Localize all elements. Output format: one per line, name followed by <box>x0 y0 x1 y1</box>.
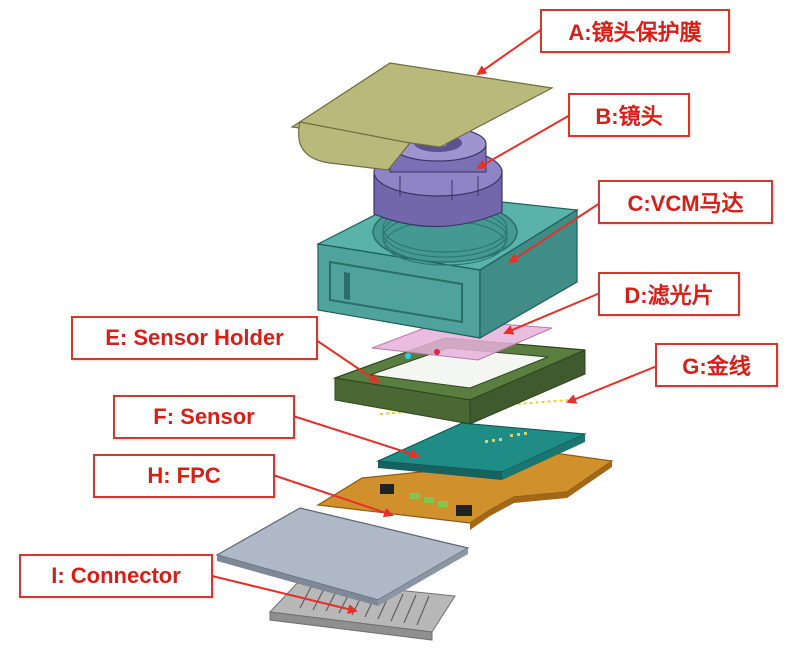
arrow-b <box>478 115 570 168</box>
label-lens-protective-film: A:镜头保护膜 <box>540 9 730 53</box>
label-connector: I: Connector <box>19 554 213 598</box>
label-vcm-motor: C:VCM马达 <box>598 180 773 224</box>
arrow-a <box>478 27 545 74</box>
label-lens: B:镜头 <box>568 93 690 137</box>
label-fpc: H: FPC <box>93 454 275 498</box>
label-gold-wire: G:金线 <box>655 343 778 387</box>
arrow-f <box>293 416 418 456</box>
stiffener-plate <box>217 508 468 606</box>
label-sensor-holder: E: Sensor Holder <box>71 316 318 360</box>
label-sensor: F: Sensor <box>113 395 295 439</box>
label-filter: D:滤光片 <box>598 272 740 316</box>
